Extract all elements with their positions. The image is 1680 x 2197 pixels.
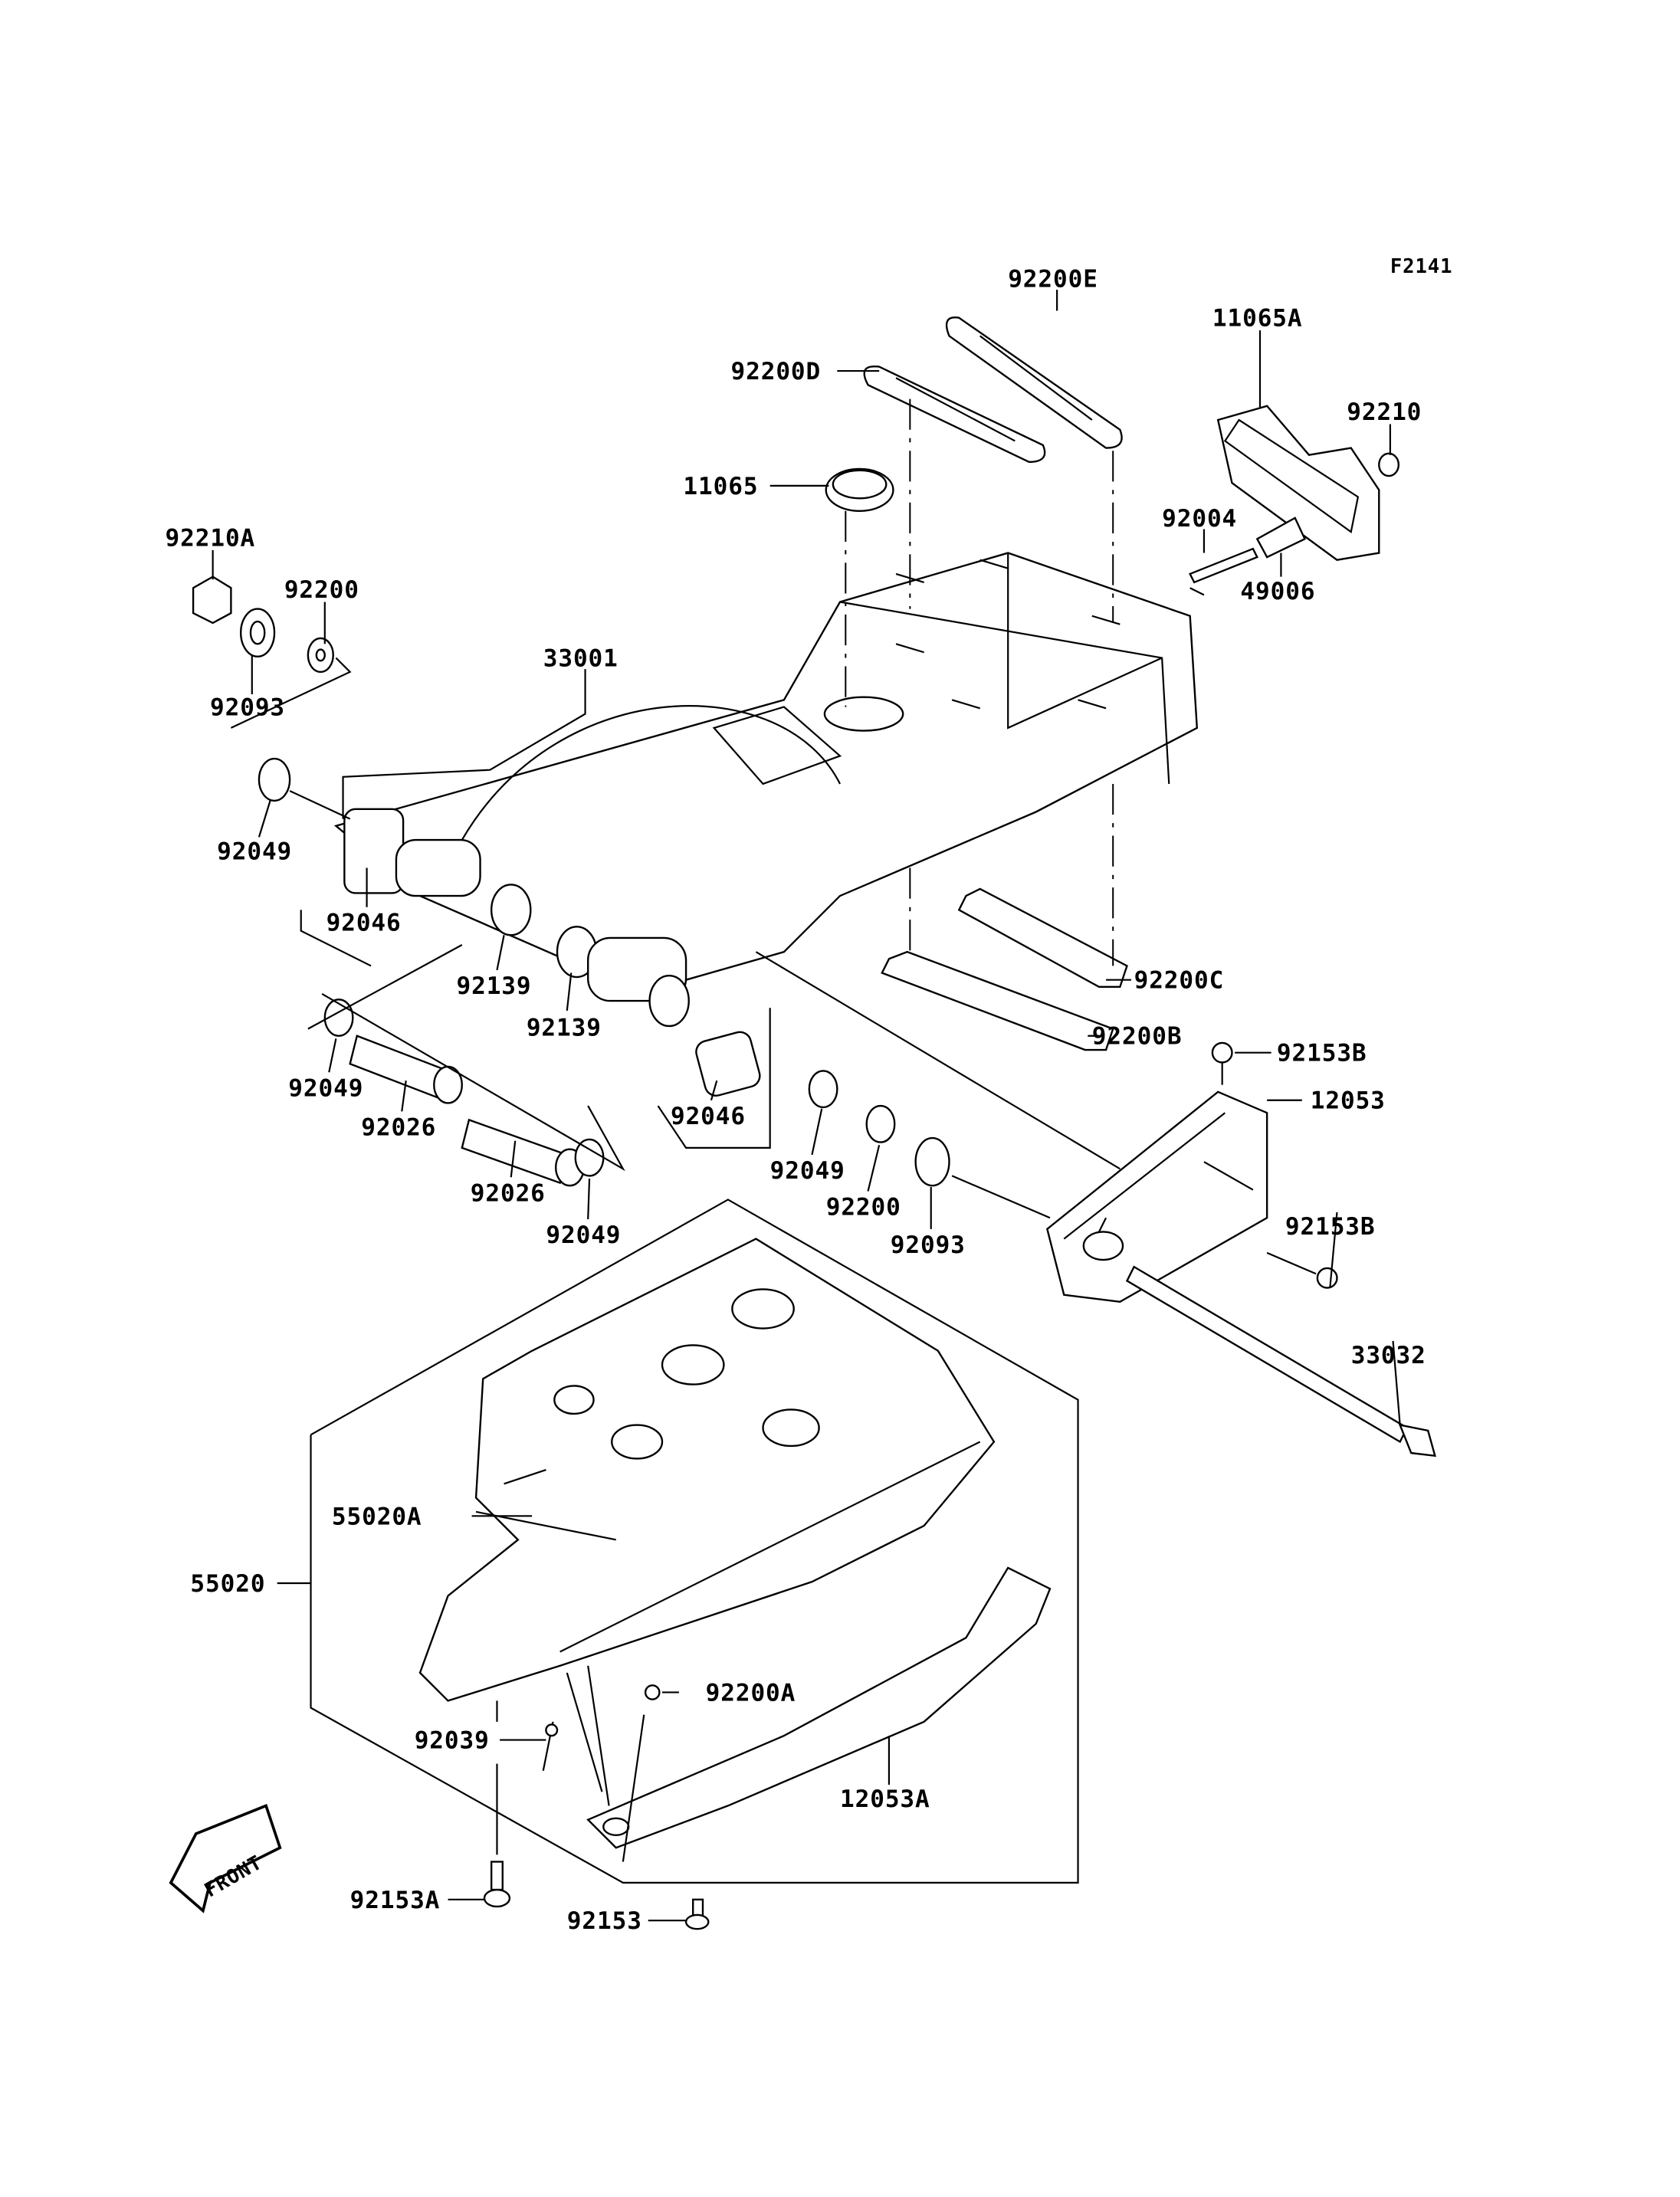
plate-92200e — [945, 316, 1123, 449]
seal-92049 — [258, 757, 291, 802]
callout: 55020 — [190, 1570, 265, 1598]
callout: 92049 — [770, 1157, 845, 1185]
callout: 92200C — [1134, 967, 1225, 995]
callout: 92026 — [361, 1113, 436, 1141]
bracket-92200b — [881, 950, 1114, 1051]
cover-11065a — [1216, 405, 1380, 561]
callout: 49006 — [1240, 578, 1315, 605]
callout: 92004 — [1162, 505, 1237, 533]
bolt-92153b — [1211, 1041, 1233, 1085]
callout: 92210A — [166, 524, 256, 552]
callout: 11065A — [1212, 305, 1303, 333]
callout: 92200E — [1008, 265, 1098, 293]
callout: 92026 — [471, 1179, 546, 1207]
callout: 92139 — [456, 972, 531, 1000]
callout: 92153B — [1285, 1213, 1376, 1241]
guard-55020 — [418, 1238, 996, 1702]
callout: 12053 — [1311, 1087, 1386, 1115]
callout: 11065 — [683, 473, 758, 500]
callout: 92200B — [1092, 1023, 1183, 1051]
grommet-11065 — [825, 467, 894, 512]
callout: 92049 — [546, 1221, 621, 1249]
seal-92049 — [808, 1070, 838, 1109]
bracket-12053 — [1046, 1090, 1268, 1303]
callout: 92153A — [350, 1887, 441, 1914]
seal-92049 — [574, 1138, 605, 1177]
callout: 33001 — [543, 645, 619, 673]
assembly-outline-55020 — [310, 1199, 1079, 1884]
washer-92200 — [307, 637, 334, 674]
callout-labels: 92200E 92200D 11065A 92210 11065 92004 4… — [166, 265, 1426, 1935]
callout: 92046 — [671, 1103, 746, 1130]
nut-92210a — [192, 575, 232, 625]
bracket-92200c — [957, 887, 1128, 989]
callout: 55020A — [332, 1503, 422, 1530]
bushing-49006 — [1255, 516, 1307, 559]
bolt-92153a — [483, 1861, 511, 1908]
washer-92093 — [239, 608, 276, 657]
swingarm-33001 — [333, 552, 1199, 1028]
callout: 92046 — [326, 910, 402, 937]
callout: 33032 — [1351, 1342, 1426, 1369]
plate-92200d — [863, 365, 1046, 464]
front-direction-arrow: FRONT — [169, 1804, 282, 1913]
figure-code: F2141 — [1390, 255, 1453, 278]
bolt-92153b — [1266, 1251, 1338, 1289]
washer-92093 — [914, 1136, 950, 1187]
sleeve-92026 — [461, 1118, 585, 1187]
callout: 92139 — [527, 1015, 602, 1042]
stud-92004 — [1189, 547, 1258, 584]
callout: 92200 — [284, 576, 359, 604]
callout: 92200 — [826, 1194, 901, 1221]
nut-92210 — [1378, 452, 1400, 477]
callout: 92200D — [731, 358, 822, 385]
callout: 92049 — [217, 838, 292, 866]
callout: 92200A — [706, 1679, 796, 1707]
nut-92200a — [644, 1684, 661, 1700]
callout: 92039 — [415, 1727, 490, 1755]
callout: 92210 — [1347, 398, 1422, 426]
callout: 92093 — [210, 694, 285, 721]
callout: 12053A — [840, 1785, 930, 1813]
callout: 92093 — [891, 1231, 966, 1259]
washer-92200 — [865, 1104, 896, 1143]
leader-lines — [212, 290, 1401, 1922]
callout: 92153 — [567, 1907, 642, 1935]
rivet-92039 — [542, 1721, 559, 1771]
callout: 92153B — [1277, 1040, 1367, 1067]
bearing-92046 — [695, 1031, 761, 1097]
bolt-92153 — [684, 1898, 710, 1930]
callout: 92049 — [288, 1074, 363, 1102]
axle-33032 — [1125, 1265, 1436, 1458]
sleeve-92026 — [349, 1035, 463, 1104]
